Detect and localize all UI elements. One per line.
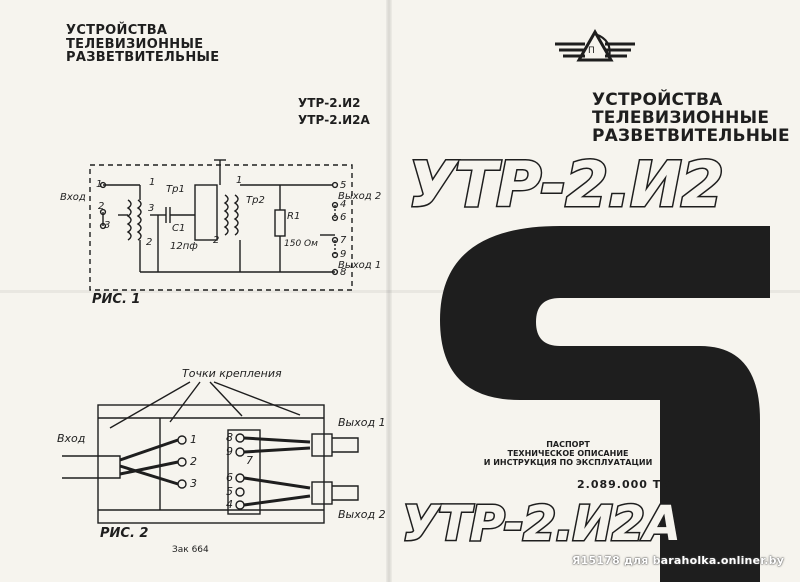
left-title-line-3: РАЗВЕТВИТЕЛЬНЫЕ bbox=[66, 50, 220, 66]
fig2-pin-6: 6 bbox=[226, 471, 233, 484]
watermark: Я15178 для baraholka.onliner.by bbox=[572, 554, 785, 567]
fig2-output2-label: Выход 2 bbox=[338, 508, 386, 521]
fig2-pin-3: 3 bbox=[190, 477, 197, 490]
model-2: УТР-2.И2А bbox=[298, 112, 370, 127]
fig2-pin-7: 7 bbox=[246, 454, 253, 467]
left-title: УСТРОЙСТВА ТЕЛЕВИЗИОННЫЕ РАЗВЕТВИТЕЛЬНЫЕ bbox=[66, 24, 219, 65]
passport-line-2: ТЕХНИЧЕСКОЕ ОПИСАНИЕ bbox=[507, 449, 629, 459]
model-1: УТР-2.И2 bbox=[298, 96, 361, 110]
fig1-tr2-label: Тр2 bbox=[246, 195, 265, 206]
fig1-pin-2: 2 bbox=[98, 201, 105, 212]
fig1-output1-label: Выход 1 bbox=[338, 260, 382, 271]
logo-emblem bbox=[555, 28, 635, 62]
passport-line-1: ПАСПОРТ bbox=[546, 440, 590, 449]
fig1-r1-value: 150 Ом bbox=[284, 239, 318, 249]
schematic-fig1 bbox=[89, 159, 353, 291]
passport-block: ПАСПОРТ ТЕХНИЧЕСКОЕ ОПИСАНИЕ И ИНСТРУКЦИ… bbox=[478, 440, 658, 468]
fig1-pin-10: 4 bbox=[340, 199, 347, 210]
horizontal-fold bbox=[0, 290, 800, 293]
fig1-output2-label: Выход 2 bbox=[338, 191, 382, 202]
fig1-pin-5: 2 bbox=[146, 237, 153, 248]
fig2-caption: РИС. 2 bbox=[100, 526, 149, 541]
right-title-line-2: ТЕЛЕВИЗИОННЫЕ bbox=[592, 107, 770, 128]
fig1-pin-3: 3 bbox=[104, 220, 111, 231]
fig1-pin-4: 1 bbox=[149, 177, 156, 188]
fig2-pin-9: 9 bbox=[226, 445, 233, 458]
center-fold bbox=[386, 0, 392, 582]
wiring-fig2 bbox=[62, 381, 359, 524]
fig2-pin-4: 4 bbox=[226, 498, 233, 511]
fig1-caption: РИС. 1 bbox=[92, 292, 141, 307]
model-title-large: УТР-2.И2 bbox=[407, 147, 726, 223]
right-title-line-3: РАЗВЕТВИТЕЛЬНЫЕ bbox=[592, 125, 790, 146]
fig2-pin-2: 2 bbox=[190, 455, 197, 468]
model-list: УТР-2.И2 УТР-2.И2А bbox=[298, 97, 370, 130]
tu-number: 2.089.000 ТУ bbox=[577, 478, 671, 491]
fig1-pin-1: 1 bbox=[96, 179, 103, 190]
s-band-shape bbox=[440, 226, 770, 582]
fig1-pin-9: 5 bbox=[340, 180, 347, 191]
fig2-output1-label: Выход 1 bbox=[338, 416, 386, 429]
right-title-line-1: УСТРОЙСТВА bbox=[592, 90, 723, 110]
fig1-pin-14: 8 bbox=[340, 267, 347, 278]
right-title: УСТРОЙСТВА ТЕЛЕВИЗИОННЫЕ РАЗВЕТВИТЕЛЬНЫЕ bbox=[592, 90, 790, 146]
fig2-pin-1: 1 bbox=[190, 433, 197, 446]
passport-line-3: И ИНСТРУКЦИЯ ПО ЭКСПЛУАТАЦИИ bbox=[483, 458, 653, 468]
fig1-pin-7: 1 bbox=[236, 175, 243, 186]
model-title-large-2: УТР-2.И2А bbox=[400, 495, 682, 554]
fig2-mount-points-label: Точки крепления bbox=[182, 367, 282, 380]
fig1-pin-8: 2 bbox=[213, 235, 220, 246]
left-title-line-2: ТЕЛЕВИЗИОННЫЕ bbox=[66, 36, 204, 52]
fig1-c1-label: С1 bbox=[172, 223, 186, 234]
fig1-input-label: Вход bbox=[60, 192, 86, 203]
fig1-pin-11: 6 bbox=[340, 212, 347, 223]
fig2-pin-5: 5 bbox=[226, 485, 233, 498]
fig1-r1-label: R1 bbox=[287, 211, 301, 222]
fig1-pin-12: 7 bbox=[340, 235, 347, 246]
fig1-pin-6: 3 bbox=[148, 203, 155, 214]
left-title-line-1: УСТРОЙСТВА bbox=[66, 23, 168, 38]
order-number: Зак 664 bbox=[172, 545, 209, 555]
fig2-input-label: Вход bbox=[57, 432, 86, 445]
fig1-c1-value: 12пф bbox=[170, 241, 198, 252]
fig1-pin-13: 9 bbox=[340, 249, 347, 260]
logo-letter: П bbox=[588, 46, 595, 56]
fig2-pin-8: 8 bbox=[226, 431, 233, 444]
fig1-tr1-label: Тр1 bbox=[166, 184, 185, 195]
